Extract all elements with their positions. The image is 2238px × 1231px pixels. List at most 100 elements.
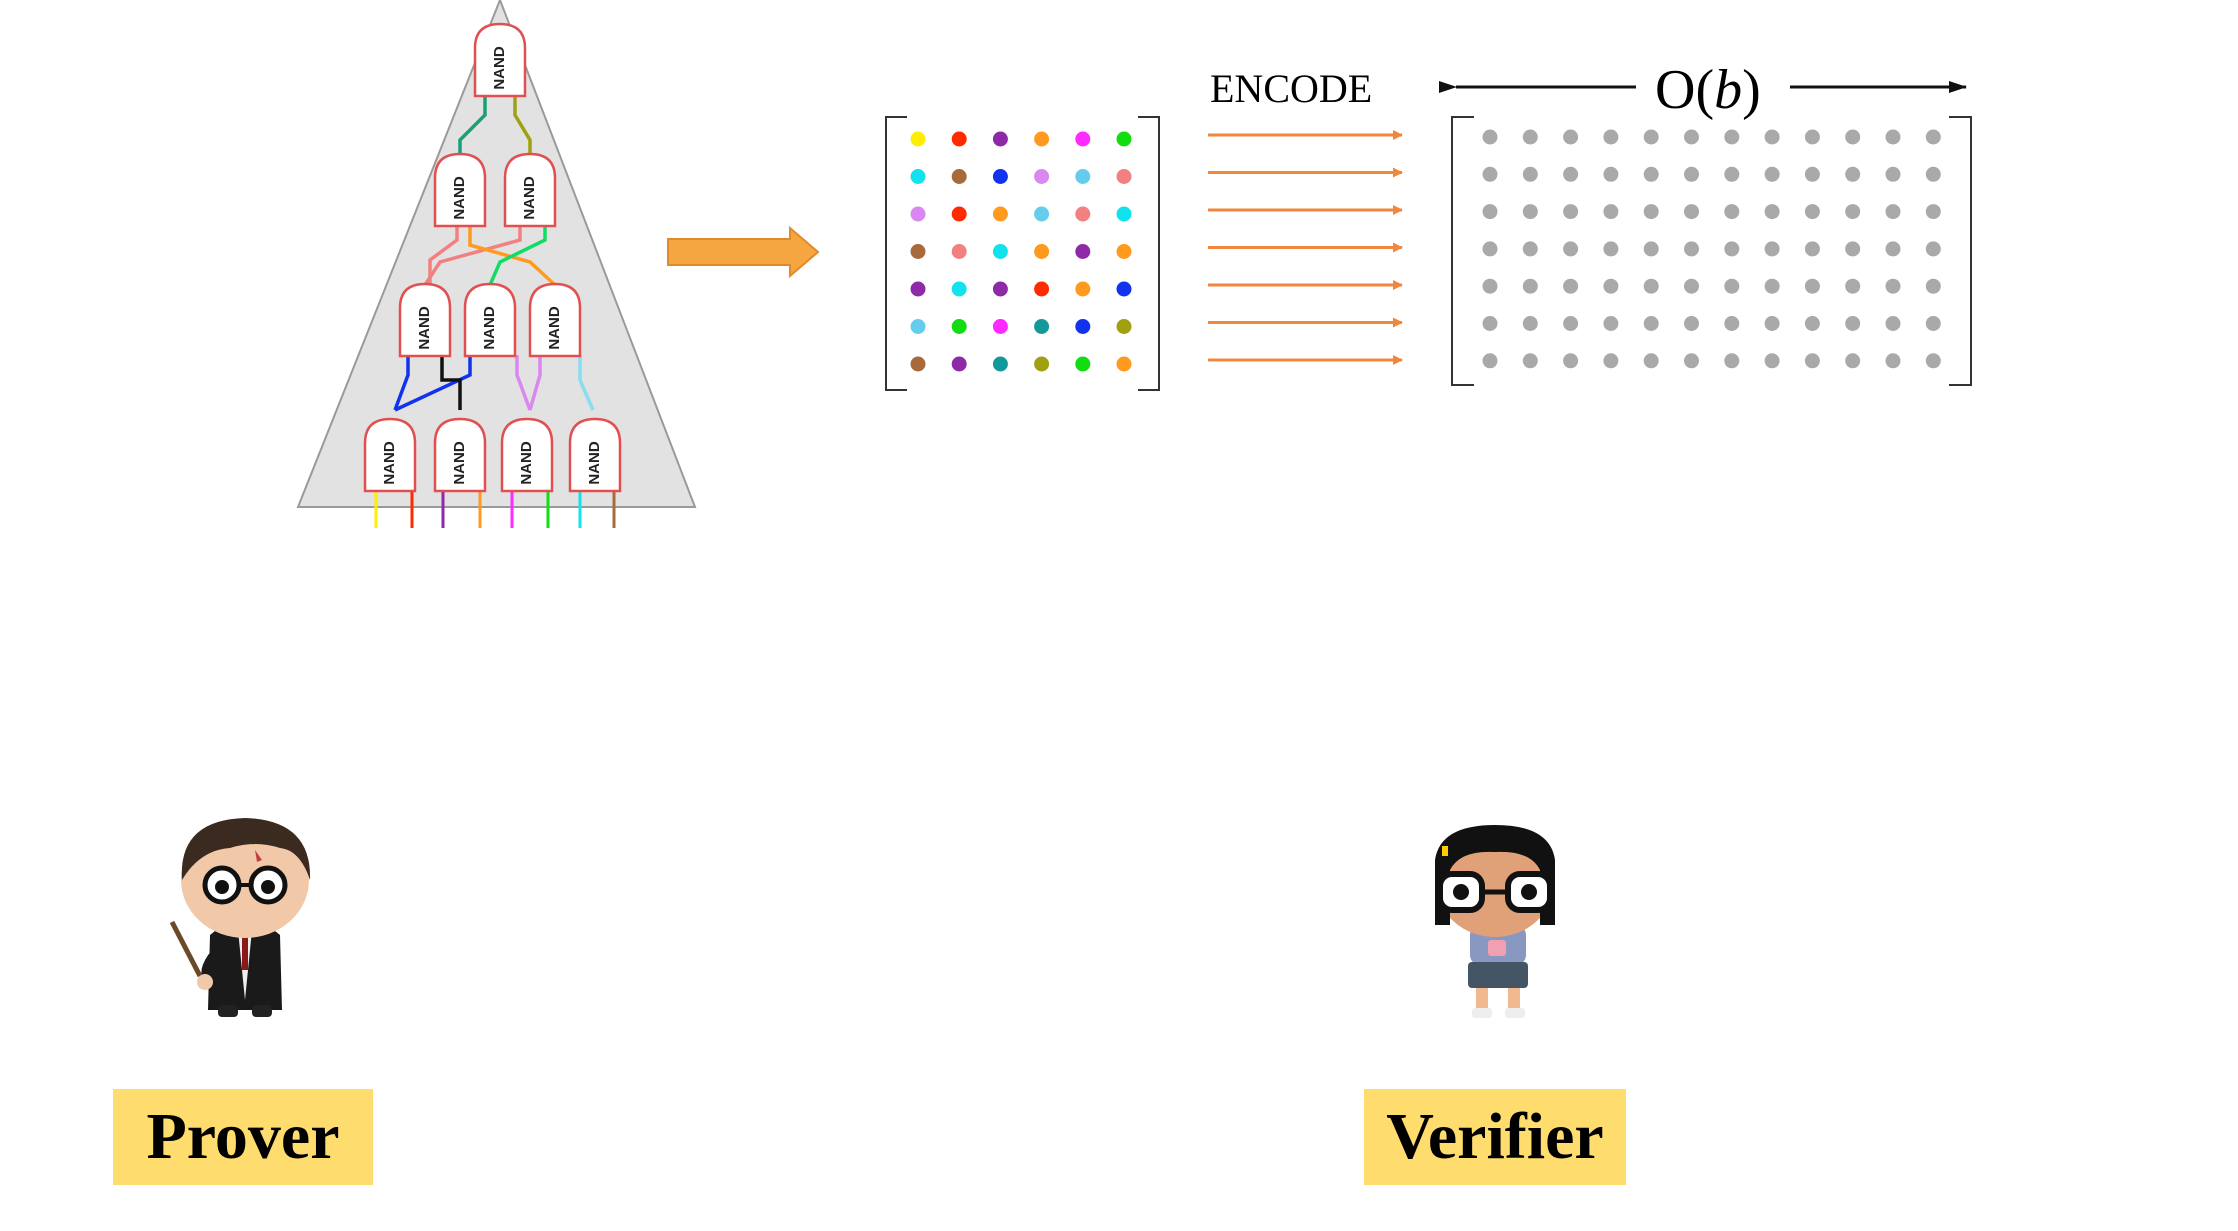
encoded-dot xyxy=(1804,241,1820,257)
encoded-dot xyxy=(1764,166,1780,182)
matrix-dot xyxy=(1075,206,1091,222)
encoded-dot xyxy=(1885,316,1901,331)
encoded-dot xyxy=(1764,353,1780,369)
encoded-dot xyxy=(1845,241,1861,257)
encoded-dot xyxy=(1563,353,1579,369)
size-indicator: O(b) xyxy=(1439,59,1967,121)
encoded-dot xyxy=(1563,129,1579,145)
encoded-dot xyxy=(1925,278,1941,294)
encoded-dot xyxy=(1885,353,1901,369)
encoded-dot xyxy=(1804,129,1820,145)
encoded-dots xyxy=(1482,129,1941,369)
encoded-dot xyxy=(1563,204,1579,220)
encoded-dot xyxy=(1522,353,1538,369)
encoded-dot xyxy=(1482,166,1498,182)
nand-gate: NAND xyxy=(568,417,622,493)
encoded-dot xyxy=(1724,204,1740,220)
encoded-dot xyxy=(1804,166,1820,182)
matrix-dot xyxy=(1075,244,1091,259)
encoded-dot xyxy=(1804,278,1820,294)
encoded-dot xyxy=(1522,278,1538,294)
encoded-dot xyxy=(1643,353,1659,369)
encoded-dot xyxy=(1482,241,1498,257)
matrix-dot xyxy=(1075,169,1091,184)
nand-gate: NAND xyxy=(398,282,452,358)
colored-dots xyxy=(910,131,1132,372)
encoded-dot xyxy=(1563,241,1579,257)
matrix-dot xyxy=(992,319,1008,334)
encoded-dot xyxy=(1522,241,1538,257)
matrix-dot xyxy=(1116,169,1132,184)
encoded-dot xyxy=(1684,241,1699,257)
encoded-dot xyxy=(1684,316,1699,331)
encoded-dot xyxy=(1643,278,1659,294)
encoded-dot xyxy=(1804,316,1820,331)
encoded-dot xyxy=(1522,129,1538,145)
matrix-dot xyxy=(1034,356,1050,372)
matrix-dot xyxy=(1075,281,1091,297)
encoded-dot xyxy=(1522,166,1538,182)
encoded-dot xyxy=(1482,204,1498,220)
encoded-dot xyxy=(1684,129,1699,145)
gate-label: NAND xyxy=(586,441,603,484)
encoded-dot xyxy=(1885,166,1901,182)
encoded-dot xyxy=(1845,129,1861,145)
encoded-dot xyxy=(1563,278,1579,294)
nand-gate: NAND xyxy=(473,22,527,98)
matrix-dot xyxy=(992,281,1008,297)
matrix-dot xyxy=(1075,131,1091,147)
matrix-dot xyxy=(1034,281,1050,297)
encoded-dot xyxy=(1724,278,1740,294)
encoded-dot xyxy=(1764,316,1780,331)
matrix-dot xyxy=(1075,319,1091,334)
encoded-dot xyxy=(1724,166,1740,182)
matrix-dot xyxy=(992,356,1008,372)
matrix-dot xyxy=(992,169,1008,184)
encoded-dot xyxy=(1482,353,1498,369)
matrix-dot xyxy=(910,244,926,259)
nand-gate: NAND xyxy=(433,417,487,493)
encoded-dot xyxy=(1845,204,1861,220)
encoded-dot xyxy=(1764,241,1780,257)
encode-label: ENCODE xyxy=(1210,66,1372,111)
encoded-dot xyxy=(1643,166,1659,182)
encoded-dot xyxy=(1885,241,1901,257)
matrix-dot xyxy=(1116,281,1132,297)
encoded-dot xyxy=(1643,204,1659,220)
circuit-wires xyxy=(393,95,595,412)
matrix-dot xyxy=(1034,206,1050,222)
matrix-dot xyxy=(951,131,967,147)
matrix-dot xyxy=(1116,356,1132,372)
encoded-dot xyxy=(1885,278,1901,294)
encoded-dot xyxy=(1845,353,1861,369)
nand-gate: NAND xyxy=(463,282,517,358)
encoded-dot xyxy=(1684,166,1699,182)
encoded-dot xyxy=(1724,129,1740,145)
encoded-dot xyxy=(1764,129,1780,145)
encoded-dot xyxy=(1724,316,1740,331)
matrix-dot xyxy=(1034,244,1050,259)
size-label: O(b) xyxy=(1655,59,1761,121)
encoded-dot xyxy=(1563,166,1579,182)
matrix-dot xyxy=(951,244,967,259)
encoded-dot xyxy=(1603,129,1619,145)
gate-label: NAND xyxy=(451,441,468,484)
prover-label: Prover xyxy=(113,1089,373,1185)
matrix-dot xyxy=(1034,131,1050,147)
encoded-dot xyxy=(1643,316,1659,331)
encoded-dot xyxy=(1764,204,1780,220)
verifier-label: Verifier xyxy=(1364,1089,1626,1185)
matrix-dot xyxy=(910,356,926,372)
encoded-dot xyxy=(1804,353,1820,369)
gate-label: NAND xyxy=(546,306,563,349)
encoded-dot xyxy=(1845,166,1861,182)
encoded-dot xyxy=(1885,129,1901,145)
gate-label: NAND xyxy=(491,46,508,89)
encoded-dot xyxy=(1845,278,1861,294)
encoded-dot xyxy=(1925,204,1941,220)
matrix-dot xyxy=(992,131,1008,147)
encoded-dot xyxy=(1482,316,1498,331)
input-leads xyxy=(374,490,616,528)
